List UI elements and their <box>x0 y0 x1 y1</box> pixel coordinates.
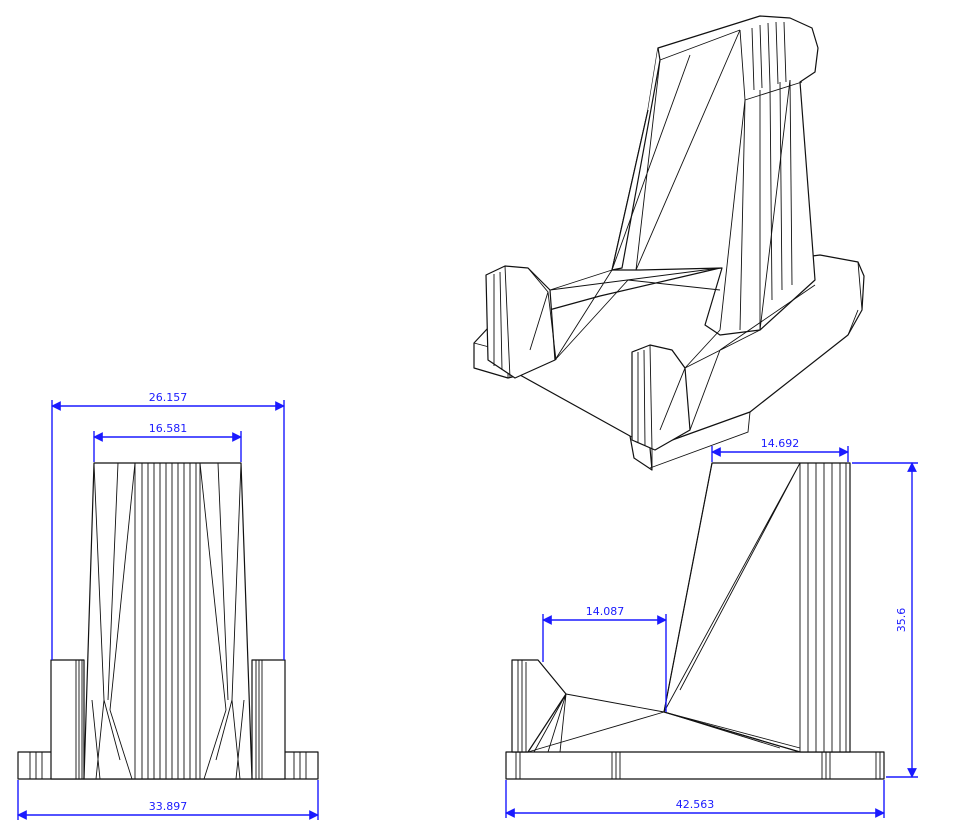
dim-side-base-length: 42.563 <box>676 798 715 811</box>
isometric-view <box>473 15 865 471</box>
dim-front-top-width: 16.581 <box>149 422 188 435</box>
dimension-labels: 26.157 16.581 33.897 14.692 14.087 35.6 … <box>149 391 908 813</box>
front-view <box>17 462 319 780</box>
dim-front-base-width: 33.897 <box>149 800 188 813</box>
dimension-lines <box>17 400 918 820</box>
dim-side-height: 35.6 <box>895 608 908 633</box>
dim-side-top-width: 14.692 <box>761 437 800 450</box>
side-view <box>505 462 885 780</box>
dim-side-lip-distance: 14.087 <box>586 605 625 618</box>
dim-front-outer-width: 26.157 <box>149 391 188 404</box>
